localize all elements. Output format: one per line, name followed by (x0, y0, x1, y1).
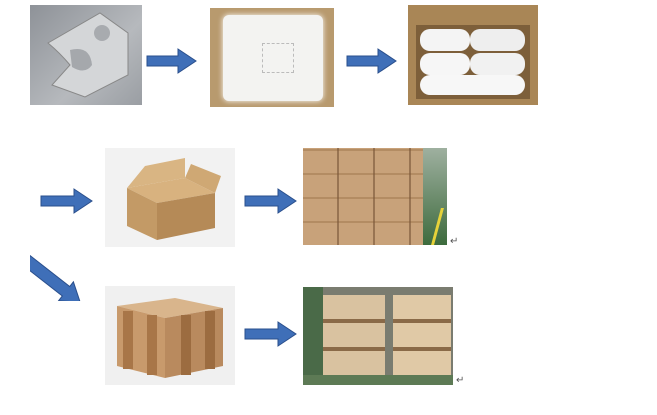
stacked-cartons-photo (303, 148, 447, 245)
bags-in-carton-photo (408, 5, 538, 105)
arrow-diagonal-icon (30, 255, 81, 301)
sealed-bag-photo (210, 8, 334, 107)
return-mark: ↵ (456, 375, 465, 386)
wooden-crate-photo (105, 286, 235, 385)
palletized-crates-photo (303, 287, 453, 385)
carton-box-photo (105, 148, 235, 247)
return-mark: ↵ (450, 236, 459, 247)
arrow-right-icon (244, 188, 297, 214)
metal-part-photo (30, 5, 142, 105)
arrow-right-icon (40, 188, 93, 214)
arrow-right-icon (146, 48, 197, 74)
arrow-right-icon (346, 48, 397, 74)
arrow-right-icon (244, 321, 297, 347)
